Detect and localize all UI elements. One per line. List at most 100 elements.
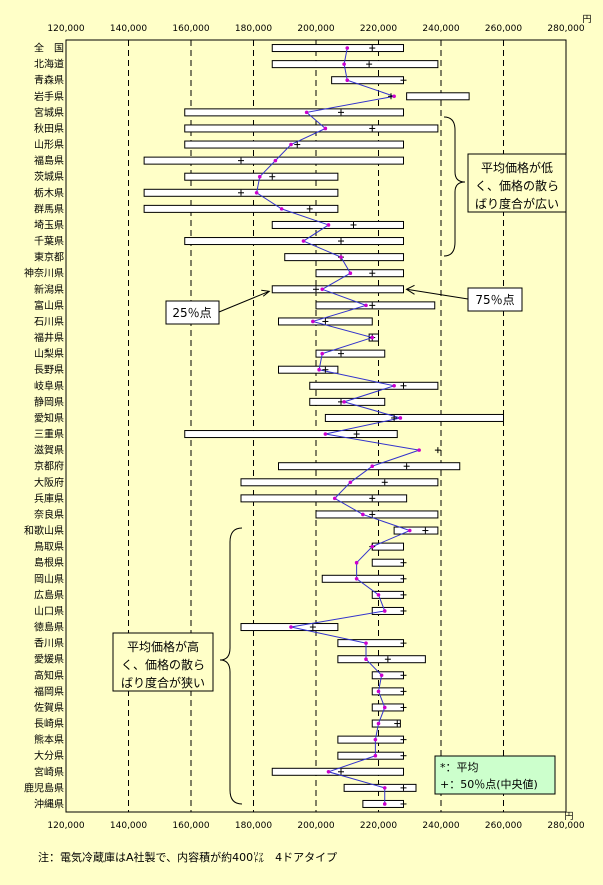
category-label: 大分県 bbox=[34, 749, 64, 762]
range-bar bbox=[240, 478, 439, 487]
category-label: 長崎県 bbox=[34, 717, 64, 730]
mean-marker bbox=[279, 207, 284, 211]
category-label: 青森県 bbox=[34, 74, 64, 87]
category-label: 和歌山県 bbox=[24, 524, 64, 537]
range-bar bbox=[315, 301, 436, 310]
x-tick-label-top: 140,000 bbox=[110, 24, 147, 34]
x-tick-label-top: 220,000 bbox=[360, 24, 397, 34]
category-label: 高知県 bbox=[34, 669, 64, 682]
mean-marker bbox=[379, 673, 384, 678]
median-marker bbox=[294, 141, 301, 148]
median-marker bbox=[400, 752, 407, 759]
range-bar bbox=[371, 558, 404, 567]
median-marker bbox=[322, 366, 329, 373]
category-label: 佐賀県 bbox=[34, 702, 64, 714]
mean-marker bbox=[373, 753, 378, 758]
mean-marker bbox=[342, 400, 346, 404]
callout-arrowhead-75 bbox=[405, 284, 415, 295]
category-label: 熊本県 bbox=[34, 733, 64, 746]
category-label: 宮城県 bbox=[34, 106, 64, 119]
footnote: 注：電気冷蔵庫はA社製で、内容積が約400㍑ 4ドアタイプ bbox=[38, 850, 337, 864]
median-marker bbox=[338, 109, 344, 116]
x-tick-label-bottom: 160,000 bbox=[172, 821, 209, 831]
range-bar bbox=[143, 204, 339, 213]
category-label: 東京都 bbox=[34, 251, 64, 264]
note-high-line: く、価格の散ら bbox=[121, 657, 205, 672]
mean-marker bbox=[323, 432, 328, 436]
mean-marker bbox=[257, 174, 262, 179]
mean-marker bbox=[339, 255, 343, 259]
category-label: 徳島県 bbox=[34, 621, 64, 634]
mean-marker bbox=[354, 560, 359, 565]
median-marker bbox=[400, 688, 407, 695]
mean-marker bbox=[398, 416, 403, 420]
mean-marker bbox=[361, 512, 365, 517]
callout-box-25 bbox=[165, 300, 220, 325]
median-marker bbox=[400, 736, 407, 743]
category-label: 山梨県 bbox=[34, 347, 64, 360]
callout-arrow-75 bbox=[406, 288, 469, 300]
median-marker bbox=[313, 286, 319, 293]
x-tick-label-bottom: 140,000 bbox=[110, 821, 147, 831]
category-label: 福岡県 bbox=[34, 685, 64, 698]
range-bar bbox=[271, 285, 404, 294]
callout-text-25: 25％点 bbox=[172, 306, 211, 320]
x-tick-label-top: 260,000 bbox=[485, 24, 522, 34]
median-marker bbox=[403, 463, 410, 470]
x-tick-label-top: 240,000 bbox=[422, 24, 459, 34]
median-marker bbox=[400, 591, 407, 598]
range-bar bbox=[337, 751, 404, 760]
category-label: 千葉県 bbox=[34, 235, 64, 248]
category-label: 愛媛県 bbox=[34, 653, 64, 666]
category-label: 三重県 bbox=[34, 428, 64, 441]
x-tick-label-bottom: 220,000 bbox=[360, 821, 397, 831]
range-bar bbox=[271, 44, 404, 53]
note-box-low bbox=[467, 153, 567, 213]
median-marker bbox=[369, 270, 376, 277]
median-marker bbox=[400, 704, 407, 711]
mean-marker bbox=[301, 239, 306, 243]
mean-marker bbox=[289, 625, 293, 629]
median-marker bbox=[422, 527, 429, 534]
range-bar bbox=[337, 735, 404, 744]
median-marker bbox=[369, 511, 376, 518]
category-label: 福井県 bbox=[34, 331, 64, 344]
median-marker bbox=[322, 318, 329, 325]
median-marker bbox=[400, 607, 407, 614]
mean-marker bbox=[370, 544, 375, 549]
x-tick-label-bottom: 200,000 bbox=[297, 821, 334, 831]
median-marker bbox=[309, 624, 316, 631]
range-bar bbox=[184, 430, 398, 439]
category-label: 埼玉県 bbox=[34, 218, 64, 231]
median-marker bbox=[400, 784, 407, 791]
range-bar bbox=[315, 349, 386, 358]
category-label: 香川県 bbox=[34, 638, 64, 650]
category-label: 静岡県 bbox=[34, 395, 64, 408]
range-bar bbox=[343, 783, 417, 792]
category-label: 茨城県 bbox=[34, 170, 64, 183]
median-marker bbox=[350, 221, 357, 228]
category-label: 群馬県 bbox=[34, 202, 64, 215]
mean-marker bbox=[342, 62, 346, 66]
mean-marker bbox=[392, 94, 396, 99]
median-marker bbox=[338, 768, 344, 775]
range-bar bbox=[309, 397, 386, 406]
range-bar bbox=[309, 381, 439, 390]
range-bar bbox=[184, 108, 404, 117]
median-marker bbox=[338, 350, 344, 357]
category-label: 富山県 bbox=[34, 299, 64, 312]
category-label: 沖縄県 bbox=[34, 797, 64, 810]
range-bar bbox=[240, 494, 408, 503]
category-label: 長野県 bbox=[34, 364, 64, 376]
callout-arrow-25 bbox=[218, 290, 270, 313]
category-label: 山形県 bbox=[34, 139, 64, 151]
median-marker bbox=[391, 414, 398, 421]
mean-marker bbox=[348, 480, 353, 485]
category-label: 秋田県 bbox=[34, 122, 64, 135]
category-label: 広島県 bbox=[34, 588, 64, 601]
mean-marker bbox=[317, 367, 321, 372]
x-tick-label-top: 180,000 bbox=[235, 24, 272, 34]
brace-low-price bbox=[443, 116, 466, 257]
category-label: 福島県 bbox=[34, 154, 64, 167]
